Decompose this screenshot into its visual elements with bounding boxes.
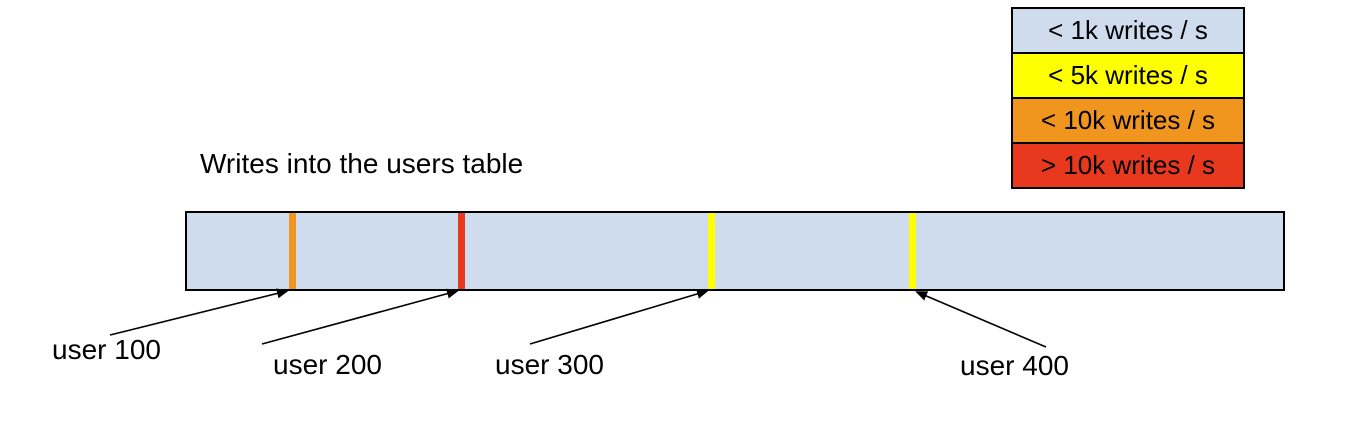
legend-row-4: > 10k writes / s bbox=[1011, 142, 1245, 189]
legend-row-3: < 10k writes / s bbox=[1011, 97, 1245, 144]
write-rate-legend: < 1k writes / s< 5k writes / s< 10k writ… bbox=[1011, 7, 1245, 189]
write-hotspot-stripe-user-200 bbox=[457, 213, 465, 289]
arrow-to-user-100 bbox=[109, 288, 289, 336]
legend-row-2: < 5k writes / s bbox=[1011, 52, 1245, 99]
user-label-1: user 100 bbox=[52, 334, 161, 365]
users-table-bar bbox=[185, 211, 1285, 291]
arrow-to-user-400 bbox=[915, 291, 1047, 348]
arrow-to-user-200 bbox=[261, 288, 459, 345]
user-label-2: user 200 bbox=[273, 349, 382, 380]
write-hotspot-stripe-user-400 bbox=[908, 213, 916, 289]
legend-row-1: < 1k writes / s bbox=[1011, 7, 1245, 54]
user-label-3: user 300 bbox=[495, 349, 604, 380]
write-hotspot-stripe-user-300 bbox=[707, 213, 715, 289]
diagram-title: Writes into the users table bbox=[200, 148, 524, 179]
user-label-4: user 400 bbox=[960, 350, 1069, 381]
write-hotspot-stripe-user-100 bbox=[288, 213, 296, 289]
arrow-to-user-300 bbox=[529, 289, 709, 345]
